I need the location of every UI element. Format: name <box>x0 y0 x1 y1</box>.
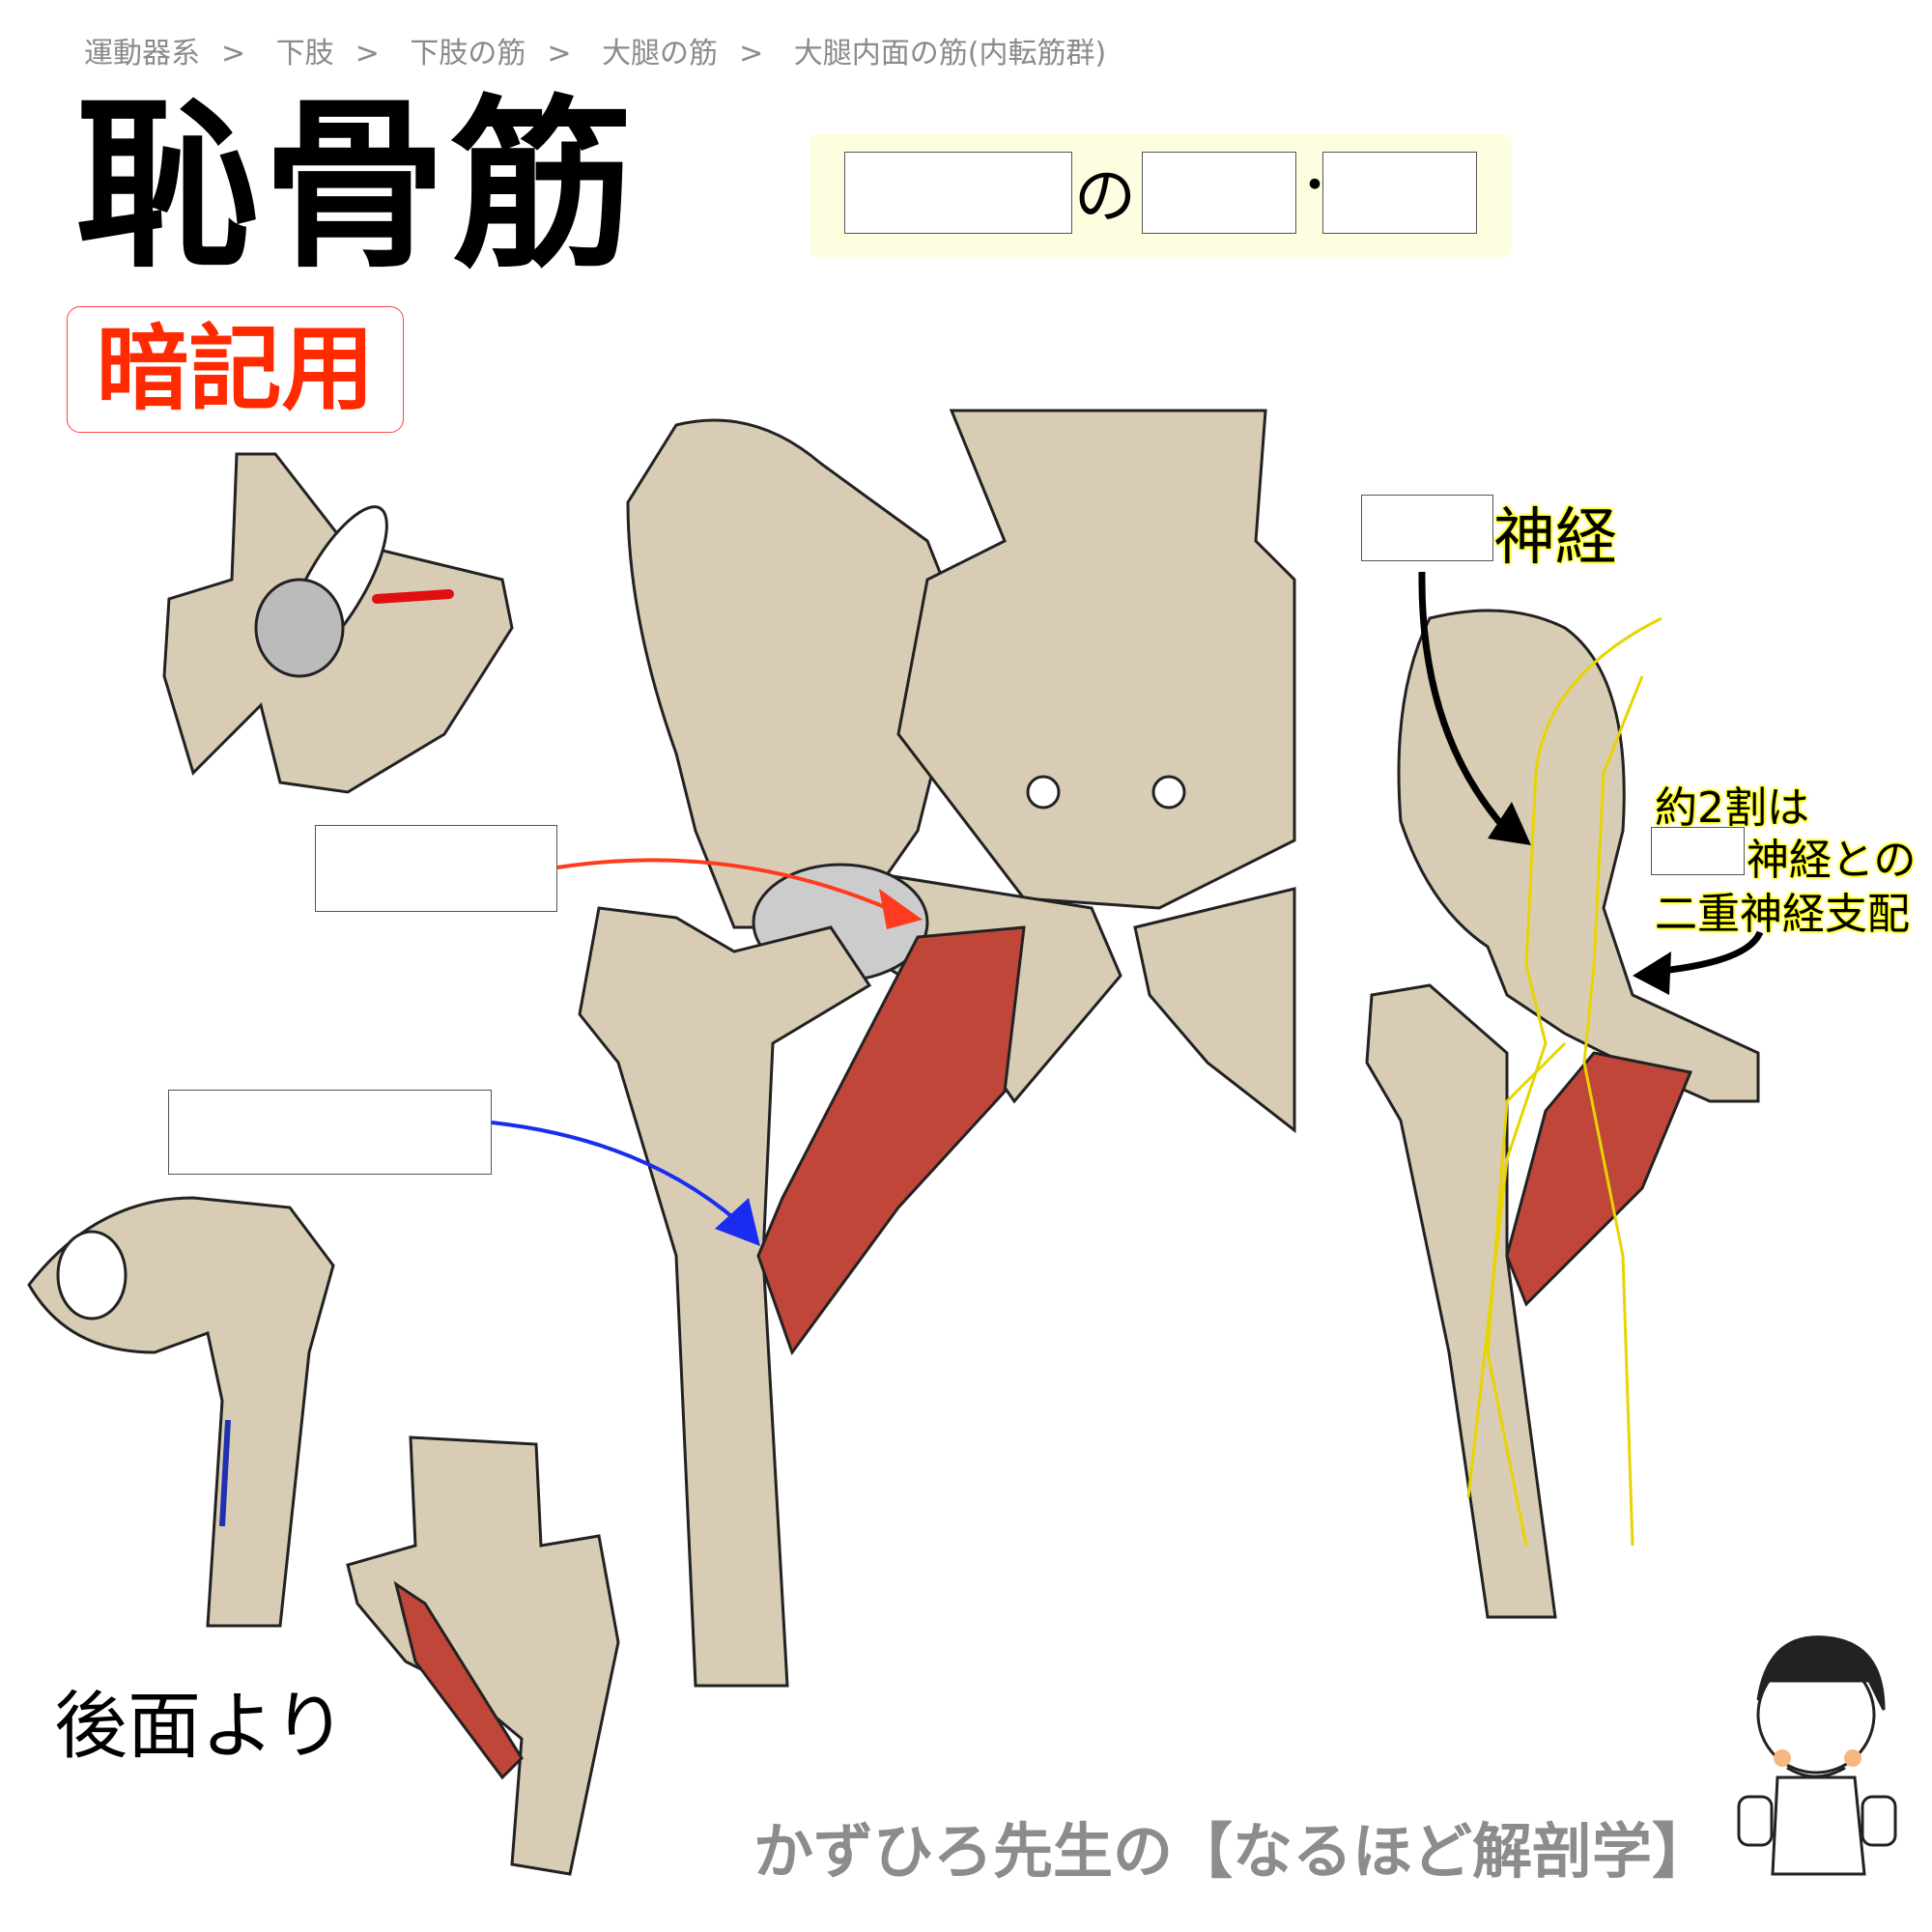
nerve-arrowhead-icon <box>1488 802 1531 845</box>
posterior-view-label: 後面より <box>54 1683 347 1769</box>
function-blank-2[interactable] <box>1142 152 1296 234</box>
breadcrumb-item[interactable]: 運動器系 <box>84 37 200 71</box>
breadcrumb: 運動器系 > 下肢 > 下肢の筋 > 大腿の筋 > 大腿内面の筋(内転筋群) <box>84 29 1127 71</box>
nerve-note-line3: 二重神経支配 <box>1655 890 1910 939</box>
author-cartoon <box>1737 1635 1897 1876</box>
insertion-arrow <box>491 1121 746 1229</box>
breadcrumb-separator: > <box>221 37 246 71</box>
dual-nerve-blank[interactable] <box>1651 827 1745 875</box>
nerve-blank[interactable] <box>1361 495 1493 561</box>
insertion-arrowhead-icon <box>715 1198 760 1246</box>
page-title: 恥骨筋 <box>75 79 639 293</box>
nerve-note-line1: 約2割は <box>1655 783 1809 833</box>
breadcrumb-item[interactable]: 大腿の筋 <box>602 37 719 71</box>
breadcrumb-separator: > <box>355 37 380 71</box>
breadcrumb-separator: > <box>547 37 572 71</box>
dual-innervation-arrow <box>1661 930 1764 975</box>
memo-badge: 暗記用 <box>67 306 404 433</box>
pectineus-muscle <box>756 925 1026 1356</box>
function-connector: の <box>1074 161 1136 233</box>
breadcrumb-item[interactable]: 大腿内面の筋(内転筋群) <box>793 37 1107 71</box>
origin-blank[interactable] <box>315 825 557 912</box>
dual-arrowhead-icon <box>1633 952 1671 995</box>
origin-arrowhead-icon <box>879 889 923 929</box>
pelvis-lateral-view <box>1397 609 1760 1103</box>
function-blank-1[interactable] <box>844 152 1072 234</box>
breadcrumb-separator: > <box>739 37 764 71</box>
hip-posterior-view <box>346 1435 620 1876</box>
footer-brand: かずひろ先生の【なるほど解剖学】 <box>753 1816 1713 1887</box>
pectineus-muscle-posterior <box>393 1580 524 1780</box>
insertion-blank[interactable] <box>168 1090 492 1175</box>
nerve-arrow <box>1418 571 1510 834</box>
function-blank-3[interactable] <box>1322 152 1477 234</box>
nerve-note-line2: 神経との <box>1747 836 1917 885</box>
breadcrumb-item[interactable]: 下肢 <box>275 37 334 71</box>
origin-arrow <box>556 858 899 915</box>
breadcrumb-item[interactable]: 下肢の筋 <box>410 37 526 71</box>
ilium <box>626 418 968 929</box>
nerve-label: 神経 <box>1493 502 1617 574</box>
obturator-nerve <box>1466 616 1662 1547</box>
sacrum-lumbar <box>896 409 1296 910</box>
pectineus-muscle-lateral <box>1505 1051 1693 1307</box>
